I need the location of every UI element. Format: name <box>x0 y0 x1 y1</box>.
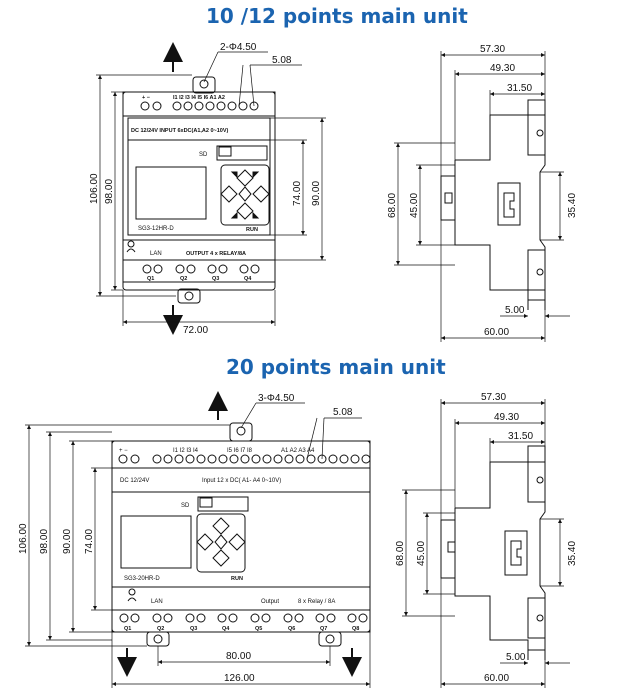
bottom-pitch-label: 5.08 <box>333 407 353 418</box>
top-side-354: 35.40 <box>567 193 578 218</box>
top-side-5: 5.00 <box>505 305 525 316</box>
top-dimensions <box>96 42 326 335</box>
bottom-q7: Q7 <box>320 626 327 632</box>
bottom-inputs-a: I1 I2 I3 I4 <box>173 448 199 454</box>
bottom-dc-label: DC 12/24V <box>120 478 149 484</box>
top-run-label: RUN <box>246 227 258 233</box>
top-terminal-row <box>140 101 259 111</box>
top-side-45: 45.00 <box>409 193 420 218</box>
bottom-input-spec: Input 12 x DC( A1- A4 0~10V) <box>202 478 281 484</box>
bottom-run-label: RUN <box>231 576 243 582</box>
bottom-power-label: + − <box>119 448 128 454</box>
bottom-relay-label: 8 x Relay / 8A <box>298 599 335 605</box>
top-lan-label: LAN <box>150 251 162 257</box>
bottom-side-354: 35.40 <box>567 541 578 566</box>
bottom-q2: Q2 <box>157 626 164 632</box>
top-side-3150: 31.50 <box>507 83 532 94</box>
bottom-inputs-b: I5 I6 I7 I8 <box>227 448 253 454</box>
bottom-side-68: 68.00 <box>395 541 406 566</box>
bottom-keypad <box>196 513 246 573</box>
bottom-dim-90: 90.00 <box>62 529 73 554</box>
top-dim-106: 106.00 <box>89 173 100 204</box>
bottom-title: 20 points main unit <box>226 355 446 379</box>
bottom-q8: Q8 <box>352 626 359 632</box>
top-q3: Q3 <box>212 276 219 282</box>
top-input-labels: I1 I2 I3 I4 I5 I6 A1 A2 <box>173 95 225 101</box>
top-q1: Q1 <box>147 276 154 282</box>
bottom-lan-label: LAN <box>151 599 163 605</box>
top-sd-label: SD <box>199 152 208 158</box>
top-side-view <box>440 99 546 310</box>
bottom-side-dimensions <box>402 399 570 688</box>
top-dim-90: 90.00 <box>311 181 322 206</box>
top-title: 10 /12 points main unit <box>206 4 468 28</box>
top-side-5730: 57.30 <box>480 44 505 55</box>
top-front-view <box>122 76 276 304</box>
bottom-dim-98: 98.00 <box>39 529 50 554</box>
top-model-label: SG3-12HR-D <box>138 226 174 232</box>
bottom-bottom-terminal-row <box>119 613 368 623</box>
bottom-dim-80: 80.00 <box>226 651 251 662</box>
bottom-front-view <box>111 422 371 647</box>
top-side-60: 60.00 <box>484 327 509 338</box>
bottom-q6: Q6 <box>288 626 295 632</box>
bottom-q1: Q1 <box>124 626 131 632</box>
top-side-labels: 57.30 49.30 31.50 68.00 45.00 35.40 5.00… <box>387 44 578 338</box>
top-hole-label: 2-Φ4.50 <box>220 42 257 53</box>
bottom-inputs-c: A1 A2 A3 A4 <box>281 448 315 454</box>
top-q4: Q4 <box>244 276 252 282</box>
bottom-side-3150: 31.50 <box>508 431 533 442</box>
top-spec-label: DC 12/24V INPUT 6xDC(A1,A2 0~10V) <box>131 128 229 134</box>
top-keypad <box>220 164 270 226</box>
bottom-side-4930: 49.30 <box>494 412 519 423</box>
bottom-q3: Q3 <box>190 626 197 632</box>
bottom-q4: Q4 <box>222 626 230 632</box>
bottom-side-labels: 57.30 49.30 31.50 68.00 45.00 35.40 5.00… <box>395 392 578 684</box>
bottom-panel-labels: + − I1 I2 I3 I4 I5 I6 I7 I8 A1 A2 A3 A4 … <box>119 448 359 632</box>
top-dim-74: 74.00 <box>292 181 303 206</box>
top-q2: Q2 <box>180 276 187 282</box>
bottom-side-45: 45.00 <box>416 541 427 566</box>
bottom-side-view <box>440 445 546 660</box>
bottom-terminal-row <box>142 264 260 274</box>
top-power-label: + − <box>142 95 150 101</box>
bottom-hole-label: 3-Φ4.50 <box>258 393 295 404</box>
bottom-side-5: 5.00 <box>506 652 526 663</box>
top-panel-labels: + − I1 I2 I3 I4 I5 I6 A1 A2 DC 12/24V IN… <box>131 95 258 282</box>
top-dimension-labels: 2-Φ4.50 5.08 106.00 98.00 74.00 90.00 72… <box>89 42 322 336</box>
bottom-dimension-labels: 3-Φ4.50 5.08 106.00 98.00 90.00 74.00 80… <box>18 393 353 684</box>
bottom-model-label: SG3-20HR-D <box>124 576 160 582</box>
top-output-label: OUTPUT 4 x RELAY/8A <box>186 251 246 257</box>
top-side-dimensions <box>394 51 570 342</box>
bottom-dim-126: 126.00 <box>224 673 255 684</box>
bottom-dim-74: 74.00 <box>84 529 95 554</box>
top-dim-72: 72.00 <box>183 325 208 336</box>
top-side-4930: 49.30 <box>490 63 515 74</box>
bottom-q5: Q5 <box>255 626 262 632</box>
bottom-sd-label: SD <box>181 503 190 509</box>
top-pitch-label: 5.08 <box>272 55 292 66</box>
top-dim-98: 98.00 <box>104 179 115 204</box>
bottom-top-terminal-row <box>118 454 371 464</box>
bottom-dimensions <box>25 391 371 688</box>
top-side-68: 68.00 <box>387 193 398 218</box>
bottom-dim-106: 106.00 <box>18 523 29 554</box>
bottom-side-60: 60.00 <box>484 673 509 684</box>
bottom-output-label: Output <box>261 599 279 605</box>
bottom-side-5730: 57.30 <box>481 392 506 403</box>
